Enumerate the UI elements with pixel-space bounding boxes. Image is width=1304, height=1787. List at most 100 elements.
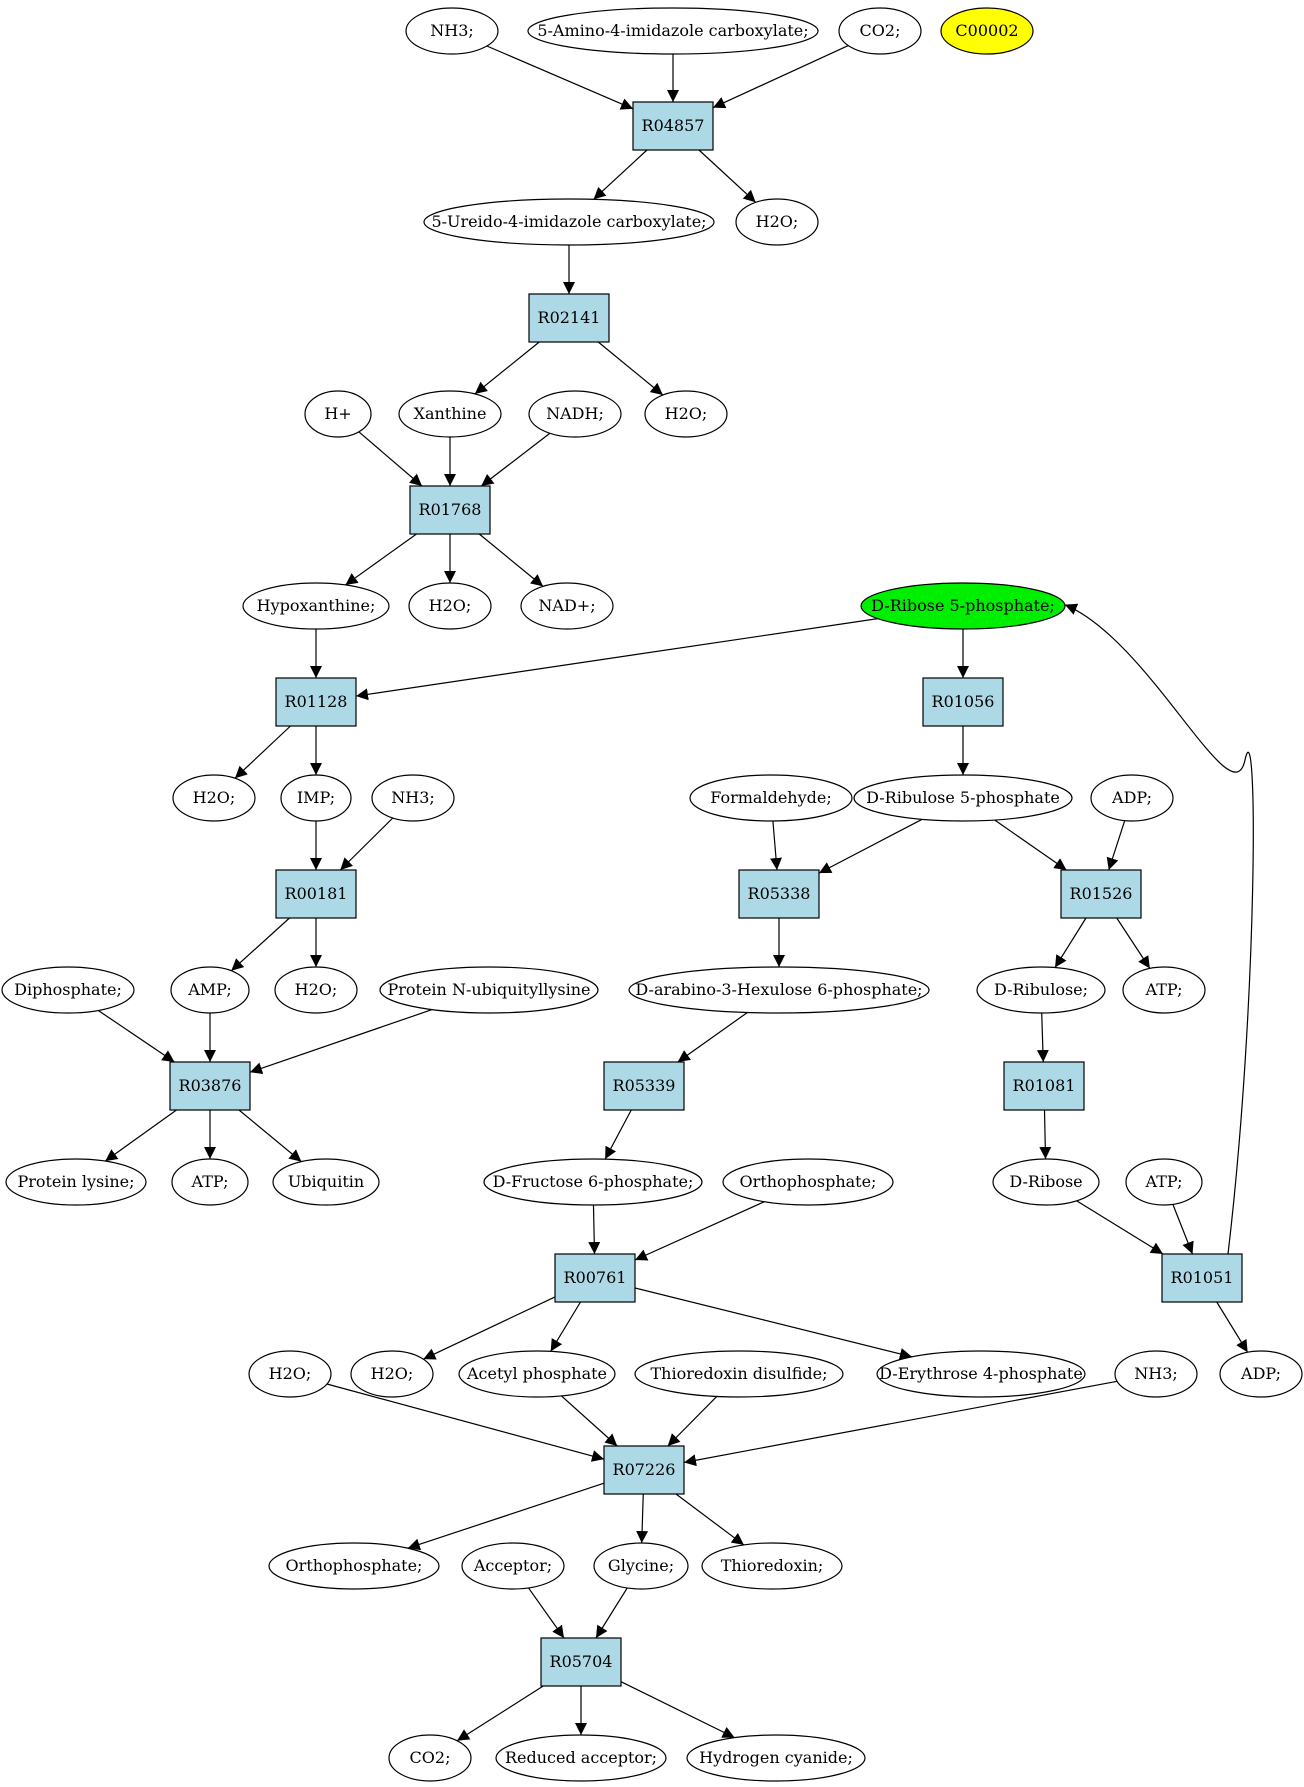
compound-node-orthoph_b[interactable]: Orthophosphate; [268,1542,440,1590]
edge-R01051-to-r5p [1064,603,1254,1255]
compound-node-diphos[interactable]: Diphosphate; [1,966,135,1014]
compound-node-h2o_b[interactable]: H2O; [644,390,728,438]
reaction-node-R00761[interactable]: R00761 [554,1253,636,1303]
compound-node-imp[interactable]: IMP; [280,774,352,822]
node-label: Acceptor; [473,1556,552,1575]
node-label: NH3; [1134,1364,1178,1383]
edge-ru5p-to-R05338 [818,818,923,874]
compound-node-orthoph_a[interactable]: Orthophosphate; [722,1158,894,1206]
edge-glycine-to-R05704 [595,1587,628,1639]
compound-ellipse [876,1350,1086,1398]
node-label: IMP; [297,788,335,807]
compound-node-trx[interactable]: Thioredoxin; [701,1542,843,1590]
compound-node-glycine[interactable]: Glycine; [593,1542,689,1590]
node-label: ATP; [191,1172,229,1191]
reaction-node-R01526[interactable]: R01526 [1060,869,1142,919]
compound-node-nh3_c[interactable]: NH3; [1114,1350,1198,1398]
compound-node-nadplus[interactable]: NAD+; [520,582,614,630]
reaction-node-R05704[interactable]: R05704 [540,1637,622,1687]
compound-node-atp_a[interactable]: ATP; [1122,966,1206,1014]
reaction-node-R05339[interactable]: R05339 [603,1061,685,1111]
node-label: R01081 [1013,1076,1076,1095]
node-label: Glycine; [608,1556,674,1575]
compound-node-co2_b[interactable]: CO2; [388,1734,472,1782]
compound-node-h2o_a[interactable]: H2O; [735,198,819,246]
compound-node-aica[interactable]: 5-Amino-4-imidazole carboxylate; [527,7,819,55]
compound-node-pnub[interactable]: Protein N-ubiquityllysine [379,966,599,1014]
compound-node-amp[interactable]: AMP; [170,966,250,1014]
compound-node-co2_a[interactable]: CO2; [838,7,922,55]
compound-ellipse [248,1350,332,1398]
node-label: R01128 [285,692,348,711]
reaction-node-R07226[interactable]: R07226 [603,1445,685,1495]
compound-node-redacc[interactable]: Reduced acceptor; [495,1734,667,1782]
compound-node-h2o_c[interactable]: H2O; [408,582,492,630]
compound-ellipse [686,1734,866,1782]
compound-node-adp_a[interactable]: ADP; [1090,774,1174,822]
compound-node-ribulose[interactable]: D-Ribulose; [976,966,1106,1014]
reaction-node-R01051[interactable]: R01051 [1161,1253,1243,1303]
compound-node-c00002[interactable]: C00002 [940,7,1034,55]
node-label: R01051 [1171,1268,1234,1287]
node-label: D-Ribulose 5-phosphate [866,788,1060,807]
compound-ellipse [405,7,499,55]
compound-node-r5p[interactable]: D-Ribose 5-phosphate; [860,582,1066,630]
node-label: C00002 [955,21,1018,40]
reaction-box [922,677,1004,727]
reaction-node-R03876[interactable]: R03876 [169,1061,251,1111]
compound-node-hplus[interactable]: H+ [304,390,372,438]
compound-ellipse [1219,1350,1303,1398]
node-label: Formaldehyde; [710,788,832,807]
compound-node-adp_b[interactable]: ADP; [1219,1350,1303,1398]
compound-node-hex6p[interactable]: D-arabino-3-Hexulose 6-phosphate; [628,966,930,1014]
compound-node-nadh[interactable]: NADH; [528,390,622,438]
edge-R01526-to-atp_a [1116,917,1151,969]
node-label: R00181 [285,884,348,903]
node-label: H2O; [429,596,472,615]
reaction-node-R02141[interactable]: R02141 [528,293,610,343]
reaction-box [603,1061,685,1111]
compound-node-atp_c[interactable]: ATP; [1125,1158,1203,1206]
reaction-node-R01128[interactable]: R01128 [275,677,357,727]
compound-node-ureido[interactable]: 5-Ureido-4-imidazole carboxylate; [423,198,715,246]
compound-node-nh3_b[interactable]: NH3; [371,774,455,822]
compound-ellipse [408,582,492,630]
node-label: H2O; [371,1364,414,1383]
reaction-node-R01056[interactable]: R01056 [922,677,1004,727]
compound-node-xanthine[interactable]: Xanthine [398,390,502,438]
compound-node-acetylp[interactable]: Acetyl phosphate [458,1350,616,1398]
compound-node-h2o_g[interactable]: H2O; [350,1350,434,1398]
compound-node-atp_b[interactable]: ATP; [171,1158,249,1206]
compound-node-ribose[interactable]: D-Ribose [992,1158,1100,1206]
edge-R00761-to-e4p [634,1287,913,1360]
compound-node-h2o_f[interactable]: H2O; [248,1350,332,1398]
reaction-box [528,293,610,343]
compound-node-h2o_e[interactable]: H2O; [274,966,358,1014]
reaction-node-R00181[interactable]: R00181 [275,869,357,919]
compound-node-hypox[interactable]: Hypoxanthine; [242,582,390,630]
compound-ellipse [520,582,614,630]
compound-node-acceptor[interactable]: Acceptor; [461,1542,565,1590]
reaction-node-R01768[interactable]: R01768 [409,485,491,535]
edge-trxdis-to-R07226 [667,1396,718,1447]
compound-ellipse [495,1734,667,1782]
edge-atp_c-to-R01051 [1172,1204,1194,1255]
reaction-node-R01081[interactable]: R01081 [1003,1061,1085,1111]
compound-node-h2o_d[interactable]: H2O; [172,774,256,822]
node-label: NAD+; [538,596,595,615]
compound-node-hcn[interactable]: Hydrogen cyanide; [686,1734,866,1782]
compound-node-nh3_a[interactable]: NH3; [405,7,499,55]
compound-node-formald[interactable]: Formaldehyde; [689,774,853,822]
compound-node-plys[interactable]: Protein lysine; [5,1158,147,1206]
compound-node-e4p[interactable]: D-Erythrose 4-phosphate [876,1350,1086,1398]
compound-ellipse [242,582,390,630]
compound-ellipse [371,774,455,822]
compound-node-trxdis[interactable]: Thioredoxin disulfide; [634,1350,844,1398]
compound-node-ru5p[interactable]: D-Ribulose 5-phosphate [853,774,1073,822]
compound-ellipse [274,966,358,1014]
reaction-node-R04857[interactable]: R04857 [632,101,714,151]
compound-node-f6p[interactable]: D-Fructose 6-phosphate; [483,1158,703,1206]
edge-R07226-to-trx [675,1493,745,1546]
compound-node-ubiq[interactable]: Ubiquitin [272,1158,380,1206]
reaction-node-R05338[interactable]: R05338 [738,869,820,919]
